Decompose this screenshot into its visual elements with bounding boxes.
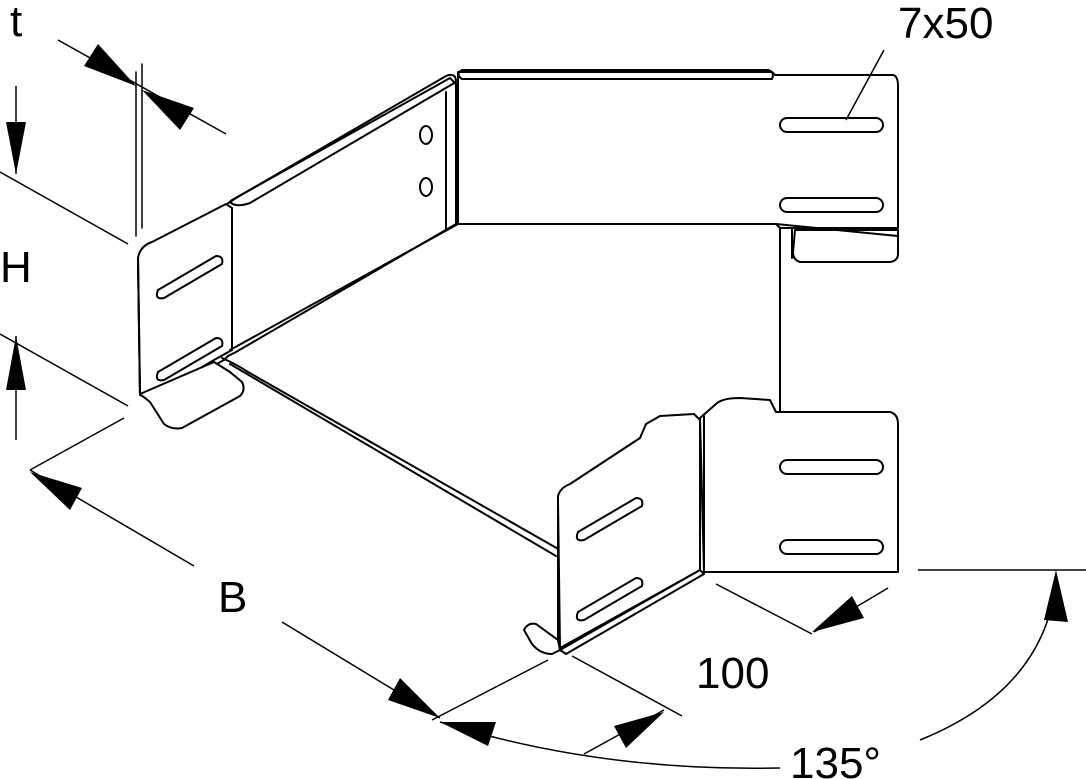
dim-slot: 7x50 [845, 0, 993, 121]
arrow-135-left [440, 722, 496, 746]
slot-right-upper [779, 459, 884, 475]
back-wall-right [457, 69, 899, 413]
arrow-135-right [1044, 570, 1068, 622]
label-135: 135° [790, 739, 881, 779]
front-flange-left [523, 413, 705, 655]
arrow-h-bottom [6, 336, 26, 390]
arrow-100-lower [614, 712, 664, 748]
slot-left-upper [155, 254, 224, 300]
arrow-h-top [6, 122, 26, 174]
slot-back-lower [779, 197, 884, 213]
front-flange-right [699, 397, 899, 573]
arrow-b-left [30, 472, 82, 510]
slot-back-upper [779, 117, 884, 133]
arrow-t-left [84, 44, 136, 86]
dim-thickness: t [10, 0, 227, 237]
slot-front-lower [575, 576, 644, 622]
label-t: t [10, 0, 22, 46]
floor [221, 223, 777, 557]
slot-left-lower [155, 336, 224, 382]
label-b: B [218, 573, 247, 622]
label-100: 100 [696, 649, 769, 698]
arrow-b-right [388, 678, 440, 718]
arrow-t-right [142, 90, 194, 130]
arrow-100-upper [812, 596, 864, 632]
hole-lower [419, 177, 433, 197]
label-h: H [0, 243, 32, 292]
label-slot: 7x50 [898, 0, 993, 48]
slot-front-upper [575, 496, 644, 542]
dim-length: 100 [571, 583, 889, 755]
hole-upper [419, 125, 433, 145]
dim-height: H [0, 86, 129, 440]
slot-right-lower [779, 539, 884, 555]
left-flange [137, 203, 245, 430]
dim-angle: 135° [439, 569, 1086, 779]
dim-width: B [29, 417, 549, 721]
